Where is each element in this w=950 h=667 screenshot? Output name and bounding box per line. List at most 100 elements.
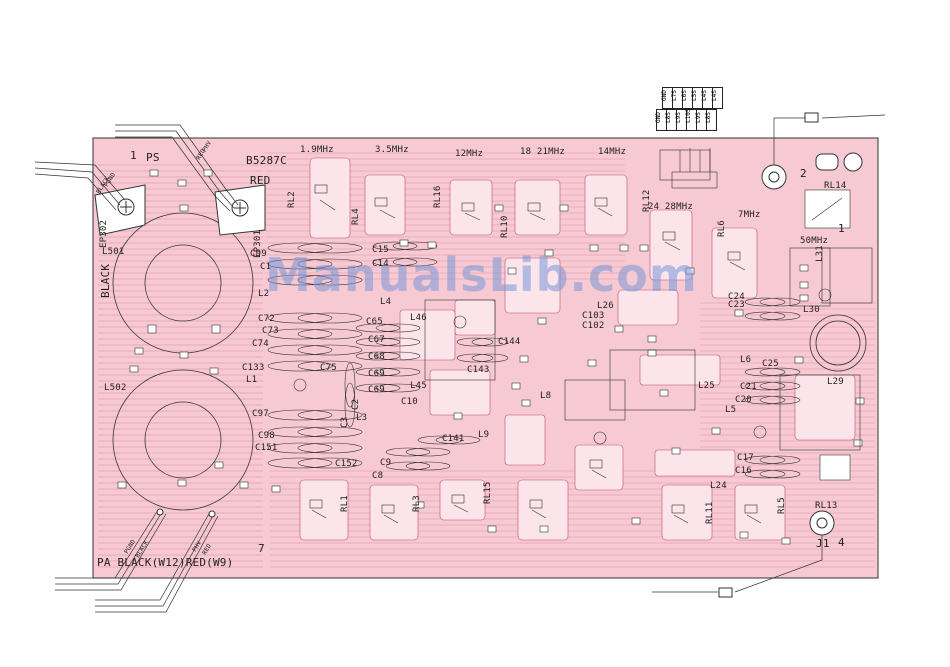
- part-label: L45: [410, 381, 427, 391]
- part-label: C97: [252, 409, 269, 419]
- part-label: C141: [442, 434, 465, 444]
- part-label: L31: [815, 245, 825, 262]
- part-label: C69: [368, 369, 385, 379]
- mount-hole: [843, 152, 863, 172]
- part-label: C143: [467, 365, 490, 375]
- part-label: L24: [710, 481, 727, 491]
- part-label: C14: [372, 259, 389, 269]
- part-label: RL16: [433, 185, 443, 208]
- rf-plug-bottom: [718, 587, 733, 598]
- two-label: 2: [800, 167, 807, 180]
- one-label: 1: [838, 222, 845, 235]
- part-label: RL1: [340, 495, 350, 512]
- part-label: RL13: [815, 501, 838, 511]
- part-label: C65: [366, 317, 383, 327]
- toroid-l30: [809, 314, 867, 372]
- band-label: 3.5MHz: [375, 145, 409, 155]
- rf-connector-top: [761, 164, 787, 190]
- part-label: L4: [380, 297, 392, 307]
- part-label: L3: [356, 413, 368, 423]
- part-label: L25: [698, 381, 715, 391]
- connector-pin: L4S: [711, 87, 723, 109]
- band-label: 12MHz: [455, 149, 484, 159]
- part-label: RL15: [483, 481, 493, 504]
- part-label: EP302: [99, 219, 109, 248]
- part-label: RL6: [717, 220, 727, 237]
- wires-bottom-left: [55, 509, 219, 613]
- board-id: B5287C: [246, 154, 287, 167]
- part-label: C72: [258, 314, 275, 324]
- part-label: C73: [262, 326, 279, 336]
- band-label: 1.9MHz: [300, 145, 334, 155]
- pa-label: PA BLACK(W12)RED(W9): [97, 556, 234, 569]
- part-label: C16: [735, 466, 752, 476]
- red-label: RED: [250, 174, 271, 187]
- four-label: 4: [838, 536, 845, 549]
- band-label: 24 28MHz: [648, 202, 693, 212]
- part-label: RL4: [351, 208, 361, 225]
- part-label: C8: [372, 471, 384, 481]
- part-label: RL3: [412, 495, 422, 512]
- part-label: C98: [258, 431, 275, 441]
- small-pads: [117, 169, 865, 545]
- part-label: C75: [320, 363, 337, 373]
- part-label: C25: [762, 359, 779, 369]
- part-label: C151: [255, 443, 278, 453]
- part-label: C20: [735, 395, 752, 405]
- rf-plug-top: [804, 112, 819, 123]
- part-label: L26: [597, 301, 614, 311]
- wires-top-left: [34, 124, 239, 212]
- rf-output-lines: [652, 114, 886, 593]
- terminal-block-left: [94, 184, 146, 236]
- part-label: C99: [250, 249, 267, 259]
- part-label: C17: [737, 453, 754, 463]
- rf-connector-bottom: [809, 510, 835, 536]
- part-label: C2: [351, 398, 361, 410]
- part-label: C9: [380, 458, 392, 468]
- connector-header: [671, 148, 718, 189]
- part-label: L1: [246, 375, 258, 385]
- band-label: 7MHz: [738, 210, 761, 220]
- part-label: L501: [102, 247, 125, 257]
- black-label: BLACK: [99, 263, 112, 298]
- part-label: L30: [803, 305, 820, 315]
- toroid-l502: [112, 369, 254, 511]
- part-label: C152: [335, 459, 358, 469]
- part-label: L5: [725, 405, 737, 415]
- part-label: C74: [252, 339, 269, 349]
- connector-pin: L8S: [705, 109, 717, 131]
- ps-label: PS: [146, 151, 160, 164]
- part-label: C15: [372, 245, 389, 255]
- part-label: C144: [498, 337, 521, 347]
- part-label: RL2: [287, 191, 297, 208]
- part-label: C1: [260, 262, 272, 272]
- band-label: 14MHz: [598, 147, 627, 157]
- part-label: C3: [340, 416, 350, 428]
- part-label: RL5: [777, 497, 787, 514]
- rf-connector-top-inner: [768, 171, 780, 183]
- part-label: C133: [242, 363, 265, 373]
- part-label: RL12: [642, 189, 652, 212]
- mount-pad: [815, 153, 839, 171]
- part-label: C67: [368, 335, 385, 345]
- part-label: C69: [368, 385, 385, 395]
- traces: [299, 157, 856, 541]
- band-label: 50MHz: [800, 236, 829, 246]
- terminal-block-right: [214, 184, 266, 236]
- part-label: RL10: [500, 215, 510, 238]
- part-label: L8: [540, 391, 552, 401]
- part-label: C68: [368, 352, 385, 362]
- part-label: C24: [728, 292, 745, 302]
- part-label: C103: [582, 311, 605, 321]
- band-label: 18 21MHz: [520, 147, 565, 157]
- part-label: L46: [410, 313, 427, 323]
- seven-label: 7: [258, 542, 265, 555]
- part-label: L6: [740, 355, 752, 365]
- part-label: C10: [401, 397, 418, 407]
- part-label: C102: [582, 321, 605, 331]
- part-label: C21: [740, 382, 757, 392]
- watermark-text: ManualsLib.com: [265, 248, 698, 302]
- part-label: L9: [478, 430, 490, 440]
